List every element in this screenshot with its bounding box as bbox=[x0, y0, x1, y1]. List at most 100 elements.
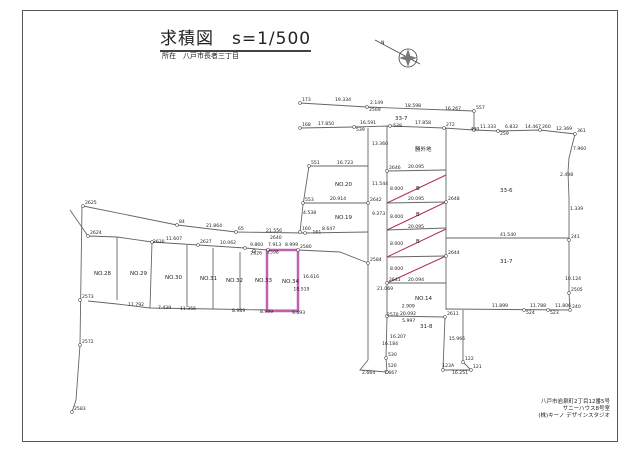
dimension-label: 11.806 bbox=[555, 303, 571, 309]
survey-point-label: 523 bbox=[550, 310, 559, 316]
survey-point-label: 2624 bbox=[90, 230, 102, 236]
survey-point-label: 2625 bbox=[85, 200, 97, 206]
dimension-label: 17.850 bbox=[318, 121, 334, 127]
survey-point-label: 2627 bbox=[200, 239, 212, 245]
survey-point-marker bbox=[196, 243, 200, 247]
boundary-line bbox=[386, 227, 447, 231]
north-arrow-icon: N bbox=[374, 39, 421, 68]
drawing-frame bbox=[22, 10, 618, 442]
survey-point-marker bbox=[496, 129, 500, 133]
area-division-line bbox=[386, 255, 447, 284]
dimension-label: 12.369 bbox=[556, 126, 572, 132]
survey-point-label: 122 bbox=[465, 356, 474, 362]
parcel-label: NO.32 bbox=[226, 278, 243, 284]
dimension-label: 21.556 bbox=[266, 228, 282, 234]
survey-point-label: 259 bbox=[500, 131, 509, 137]
survey-point-marker bbox=[303, 231, 307, 235]
parcel-label: 33-7 bbox=[395, 116, 408, 122]
dimension-label: 8.647 bbox=[322, 226, 335, 232]
survey-point-label: 260 bbox=[542, 124, 551, 130]
dimension-label: 21.069 bbox=[377, 286, 393, 292]
dimension-label: 14.467 bbox=[525, 124, 541, 130]
survey-point-marker bbox=[385, 169, 389, 173]
boundary-line bbox=[445, 308, 571, 311]
dimension-label: 11.607 bbox=[166, 236, 182, 242]
survey-point-marker bbox=[567, 291, 571, 295]
survey-point-label: 2580 bbox=[300, 244, 312, 250]
survey-point-label: 2583 bbox=[74, 406, 86, 412]
survey-point-label: 2598 bbox=[267, 250, 279, 256]
dimension-label: 16.723 bbox=[337, 160, 353, 166]
parcel-label: NO.34 bbox=[282, 279, 299, 285]
survey-point-marker bbox=[385, 314, 389, 318]
survey-point-label: 2572 bbox=[82, 339, 94, 345]
parcel-label: B bbox=[416, 186, 420, 192]
parcel-label: 勝外地 bbox=[415, 145, 432, 153]
boundary-line bbox=[299, 165, 310, 233]
dimension-label: 11.544 bbox=[372, 181, 388, 187]
boundary-line bbox=[149, 241, 153, 309]
dimension-label: 17.858 bbox=[415, 120, 431, 126]
survey-point-label: 2505 bbox=[571, 287, 583, 293]
footer-address: 八戸市岩泉町2丁目12番5号 bbox=[541, 399, 610, 405]
dimension-label: 16.616 bbox=[303, 274, 319, 280]
dimension-label: 20.095 bbox=[408, 164, 424, 170]
company-footer: 八戸市岩泉町2丁目12番5号 サニーハウス8号室 (株)キーノ デザインスタジオ bbox=[538, 399, 610, 420]
dimension-label: 11.792 bbox=[128, 302, 144, 308]
survey-point-label: 272 bbox=[446, 122, 455, 128]
survey-point-marker bbox=[365, 105, 369, 109]
survey-point-marker bbox=[522, 308, 526, 312]
survey-point-label: 553 bbox=[305, 197, 314, 203]
survey-point-label: 2569 bbox=[369, 107, 381, 113]
survey-point-label: 161 bbox=[313, 229, 322, 235]
dimension-label: 18.598 bbox=[405, 103, 421, 109]
survey-point-marker bbox=[568, 308, 572, 312]
dimension-label: 20.095 bbox=[408, 224, 424, 230]
survey-point-marker bbox=[442, 126, 446, 130]
survey-point-marker bbox=[366, 201, 370, 205]
location-label: 所在 八戸市長者三丁目 bbox=[162, 52, 239, 60]
dimension-label: 11.333 bbox=[480, 124, 496, 130]
survey-point-marker bbox=[70, 410, 74, 414]
survey-point-marker bbox=[573, 132, 577, 136]
parcel-label: NO.33 bbox=[255, 278, 272, 284]
dimension-label: 13.360 bbox=[372, 141, 388, 147]
dimension-label: 10.062 bbox=[220, 240, 236, 246]
north-label: N bbox=[381, 40, 384, 46]
dimension-label: 2.498 bbox=[560, 172, 573, 178]
dimension-label: 7.439 bbox=[158, 305, 171, 311]
dimension-label: 2.149 bbox=[370, 100, 383, 106]
dimension-label: 7.960 bbox=[573, 146, 586, 152]
parcel-label: NO.31 bbox=[200, 276, 217, 282]
survey-point-marker bbox=[388, 124, 392, 128]
area-division-line bbox=[386, 228, 447, 258]
dimension-label: 8.000 bbox=[390, 266, 403, 272]
dimension-label: 8.999 bbox=[285, 242, 298, 248]
dimension-label: 10.124 bbox=[565, 276, 581, 282]
survey-point-label: 2641 bbox=[389, 277, 401, 283]
dimension-label: 5.997 bbox=[402, 318, 415, 324]
survey-point-label: 2642 bbox=[370, 197, 382, 203]
parcel-label: 31-7 bbox=[500, 259, 513, 265]
survey-point-marker bbox=[81, 204, 85, 208]
parcel-label: B bbox=[416, 239, 420, 245]
dimension-label: 20.094 bbox=[408, 277, 424, 283]
survey-point-label: 530 bbox=[388, 352, 397, 358]
dimension-label: 8.999 bbox=[260, 309, 273, 315]
survey-point-marker bbox=[538, 128, 542, 132]
survey-point-marker bbox=[384, 356, 388, 360]
dimension-label: 20.092 bbox=[400, 311, 416, 317]
area-division-line bbox=[386, 201, 447, 231]
dimension-label: 6.832 bbox=[505, 124, 518, 130]
survey-point-label: 2648 bbox=[448, 196, 460, 202]
boundary-line bbox=[69, 209, 89, 237]
survey-point-marker bbox=[175, 223, 179, 227]
survey-point-label: 2570 bbox=[387, 312, 399, 318]
survey-point-label: 2611 bbox=[447, 311, 459, 317]
footer-building: サニーハウス8号室 bbox=[562, 406, 610, 412]
dimension-label: 8.989 bbox=[232, 308, 245, 314]
dimension-label: 11.899 bbox=[492, 303, 508, 309]
boundary-line bbox=[71, 204, 83, 413]
dimension-label: 18.519 bbox=[293, 286, 309, 292]
